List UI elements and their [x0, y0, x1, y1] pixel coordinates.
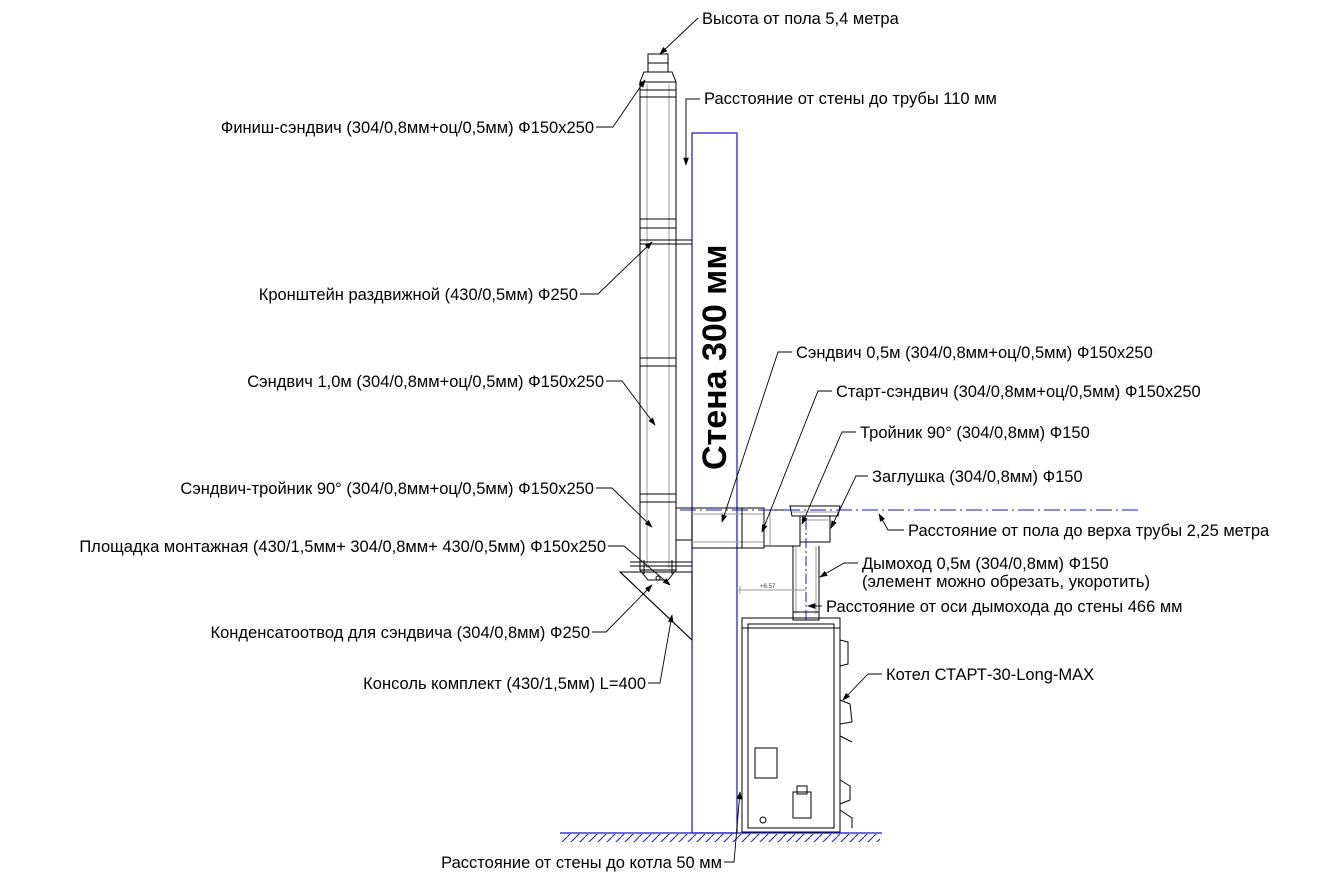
label-start-sandwich: Старт-сэндвич (304/0,8мм+оц/0,5мм) Ф150х…	[836, 383, 1201, 401]
boiler	[741, 611, 853, 833]
label-sandwich-1m: Сэндвич 1,0м (304/0,8мм+оц/0,5мм) Ф150х2…	[247, 373, 604, 391]
label-flue-05m: Дымоход 0,5м (304/0,8мм) Ф150	[862, 555, 1109, 573]
label-flue-note: (элемент можно обрезать, укоротить)	[862, 573, 1150, 591]
outer-chimney	[618, 53, 693, 642]
flue-pipe: +6.57	[737, 520, 820, 620]
leader-lines	[580, 17, 904, 863]
floor	[560, 832, 882, 842]
label-condensate: Конденсатоотвод для сэндвича (304/0,8мм)…	[211, 624, 591, 642]
label-height-from-floor: Высота от пола 5,4 метра	[702, 10, 900, 28]
label-plug: Заглушка (304/0,8мм) Ф150	[872, 468, 1083, 486]
label-tee-90: Тройник 90° (304/0,8мм) Ф150	[860, 424, 1090, 442]
wall-label: Стена 300 мм	[696, 245, 734, 470]
label-platform: Площадка монтажная (430/1,5мм+ 304/0,8мм…	[79, 538, 606, 556]
axis-dimension-mark: +6.57	[760, 584, 776, 590]
label-bracket: Кронштейн раздвижной (430/0,5мм) Ф250	[259, 286, 578, 304]
label-wall-to-boiler: Расстояние от стены до котла 50 мм	[441, 854, 722, 872]
label-sandwich-05m: Сэндвич 0,5м (304/0,8мм+оц/0,5мм) Ф150х2…	[796, 344, 1153, 362]
label-finish-sandwich: Финиш-сэндвич (304/0,8мм+оц/0,5мм) Ф150х…	[221, 119, 594, 137]
labels: Высота от пола 5,4 метра Расстояние от с…	[79, 10, 1270, 872]
label-wall-to-pipe: Расстояние от стены до трубы 110 мм	[704, 90, 997, 108]
label-boiler: Котел СТАРТ-30-Long-MAX	[886, 666, 1094, 684]
wall: Стена 300 мм	[691, 132, 738, 834]
console	[618, 571, 693, 642]
label-floor-to-pipe-top: Расстояние от пола до верха трубы 2,25 м…	[908, 522, 1270, 540]
label-sandwich-tee: Сэндвич-тройник 90° (304/0,8мм+оц/0,5мм)…	[180, 480, 594, 498]
label-console: Консоль комплект (430/1,5мм) L=400	[363, 675, 646, 693]
label-axis-to-wall: Расстояние от оси дымохода до стены 466 …	[826, 598, 1183, 616]
bracket	[640, 238, 692, 246]
